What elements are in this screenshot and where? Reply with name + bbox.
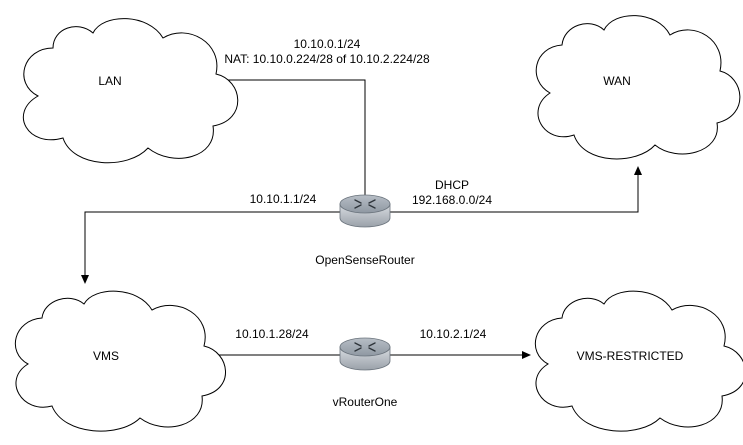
cloud-icon bbox=[535, 15, 741, 160]
cloud-label-vms-restricted: VMS-RESTRICTED bbox=[577, 349, 684, 363]
router-icon bbox=[339, 337, 391, 371]
cloud-label-wan: WAN bbox=[603, 74, 631, 88]
lan-ip-label: 10.10.0.1/24 bbox=[294, 37, 361, 51]
vrouter-right-ip-label: 10.10.2.1/24 bbox=[420, 327, 487, 341]
cloud-vms: VMS bbox=[14, 290, 226, 432]
wan-ip-label: 192.168.0.0/24 bbox=[412, 193, 492, 207]
vrouter-left-ip-label: 10.10.1.28/24 bbox=[235, 327, 309, 341]
cloud-lan: LAN bbox=[22, 18, 239, 164]
router-opensense bbox=[339, 194, 391, 228]
cloud-label-vms: VMS bbox=[93, 349, 119, 363]
cloud-icon bbox=[534, 290, 743, 432]
connectors bbox=[81, 76, 642, 359]
router-label-vrouter: vRouterOne bbox=[333, 395, 398, 409]
cloud-vms-restricted: VMS-RESTRICTED bbox=[534, 290, 743, 432]
edge-router-vms bbox=[81, 211, 340, 284]
cloud-label-lan: LAN bbox=[98, 74, 121, 88]
wan-mode-label: DHCP bbox=[435, 178, 469, 192]
router-vrouter bbox=[339, 337, 391, 371]
cloud-icon bbox=[22, 18, 239, 164]
router-icon bbox=[339, 194, 391, 228]
router-label-opensense: OpenSenseRouter bbox=[315, 253, 414, 267]
vms-ip-label: 10.10.1.1/24 bbox=[250, 192, 317, 206]
cloud-wan: WAN bbox=[535, 15, 741, 160]
edge-router-wan bbox=[390, 166, 642, 213]
cloud-icon bbox=[14, 290, 226, 432]
edge-router-lan bbox=[192, 76, 366, 196]
lan-nat-label: NAT: 10.10.0.224/28 of 10.10.2.224/28 bbox=[224, 52, 430, 66]
